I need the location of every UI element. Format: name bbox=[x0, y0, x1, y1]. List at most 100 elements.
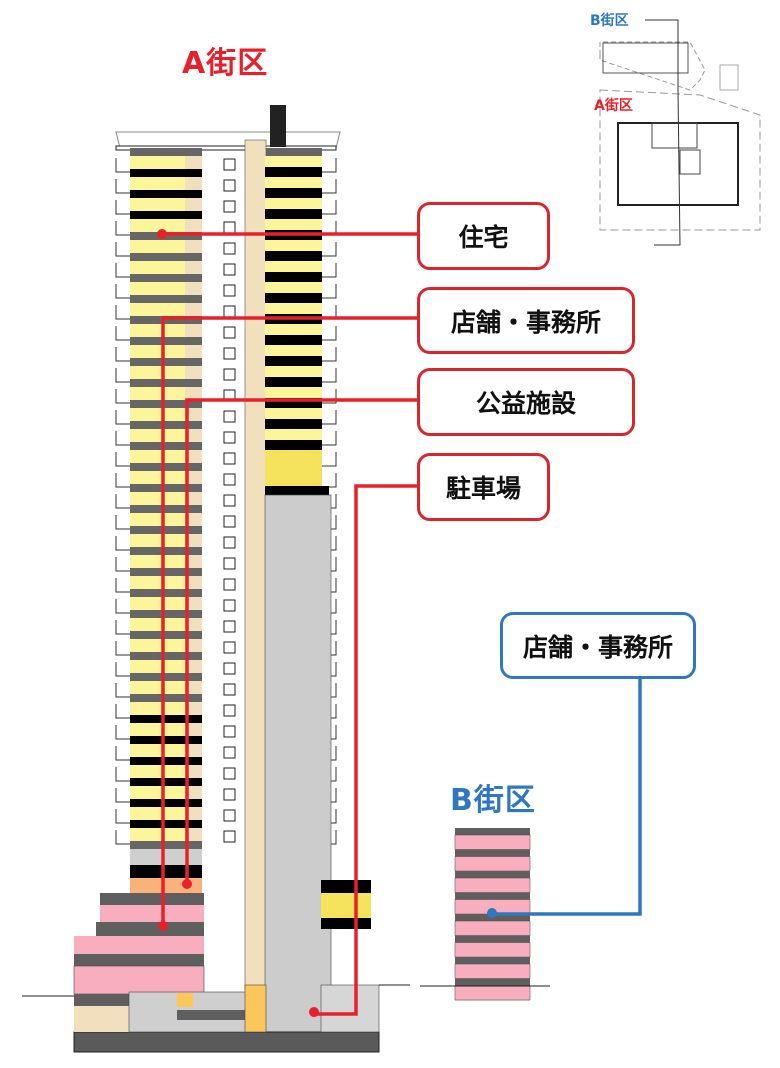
floor-slab bbox=[130, 589, 202, 597]
floor-slab bbox=[265, 209, 322, 219]
balcony-rail bbox=[322, 263, 337, 278]
storage-floor bbox=[74, 1006, 129, 1032]
floor-slab bbox=[130, 442, 202, 450]
balcony-rail bbox=[322, 431, 337, 446]
floor-slab bbox=[130, 337, 202, 345]
balcony-rail bbox=[115, 725, 130, 740]
residential-floor bbox=[130, 513, 185, 526]
residential-floor bbox=[265, 324, 322, 335]
residential-floor bbox=[265, 240, 322, 251]
floor-slab bbox=[265, 419, 322, 429]
retail-office-a-leader-dot bbox=[158, 921, 168, 931]
window bbox=[223, 641, 236, 654]
residential-floor bbox=[130, 471, 185, 484]
residential-floor bbox=[130, 387, 185, 400]
residential-floor bbox=[130, 555, 185, 568]
leader-lines bbox=[157, 229, 642, 1017]
roof-stair bbox=[270, 105, 286, 147]
balcony-rail bbox=[115, 389, 130, 404]
public-facility-leader-dot bbox=[182, 879, 192, 889]
floor-slab bbox=[130, 190, 202, 198]
floor-slab bbox=[130, 379, 202, 387]
floor-slab bbox=[130, 841, 202, 849]
residential-floor bbox=[130, 219, 185, 232]
residential-floor bbox=[265, 450, 322, 486]
window bbox=[223, 347, 236, 360]
b-block-tower bbox=[420, 828, 550, 1001]
floor-slab bbox=[130, 568, 202, 576]
balcony-rail bbox=[115, 473, 130, 488]
balcony-rail bbox=[115, 347, 130, 362]
window bbox=[223, 536, 236, 549]
retail-floor bbox=[100, 905, 204, 922]
floor-slab bbox=[130, 463, 202, 471]
window bbox=[223, 431, 236, 444]
roof-slab bbox=[115, 145, 337, 151]
floor-slab bbox=[130, 673, 202, 681]
label-retail-office-b: 店舗・事務所 bbox=[500, 612, 696, 679]
balcony-rail bbox=[115, 578, 130, 593]
balcony-rail bbox=[115, 662, 130, 677]
window bbox=[223, 263, 236, 276]
label-retail-office-a: 店舗・事務所 bbox=[417, 287, 635, 354]
retail-floor bbox=[73, 965, 205, 995]
window bbox=[223, 809, 236, 822]
window bbox=[223, 830, 236, 843]
roof-top bbox=[265, 148, 322, 156]
residential-floor bbox=[130, 723, 185, 736]
residential-floor bbox=[130, 345, 185, 358]
balcony-rail bbox=[115, 746, 130, 761]
a-block-tower bbox=[115, 105, 341, 1036]
balcony-rail bbox=[322, 179, 337, 194]
window bbox=[223, 494, 236, 507]
a-block-title: A街区 bbox=[182, 46, 269, 81]
balcony-rail bbox=[322, 284, 337, 299]
residential-floor bbox=[265, 366, 322, 377]
floor-slab bbox=[130, 211, 202, 219]
residential-floor bbox=[265, 219, 322, 230]
window bbox=[223, 746, 236, 759]
balcony-rail bbox=[115, 242, 130, 257]
floor-slab bbox=[265, 272, 322, 282]
core-column bbox=[244, 139, 267, 991]
foundation bbox=[73, 1031, 380, 1053]
residential-floor bbox=[130, 681, 185, 694]
balcony-rail bbox=[115, 158, 130, 173]
residential-floor bbox=[130, 282, 185, 295]
balcony-rail bbox=[115, 515, 130, 530]
window bbox=[223, 305, 236, 318]
floor-slab bbox=[130, 295, 202, 303]
window bbox=[223, 410, 236, 423]
retail-office-b-leader-line bbox=[492, 679, 642, 916]
balcony-rail bbox=[115, 179, 130, 194]
inset-a-block-label: A街区 bbox=[594, 98, 633, 114]
residential-floor bbox=[130, 177, 185, 190]
residential-floor bbox=[265, 156, 322, 167]
floor-slab bbox=[130, 694, 202, 702]
parking-ramp bbox=[320, 984, 380, 1033]
floor-slab bbox=[130, 736, 202, 744]
floor-slab bbox=[455, 849, 530, 857]
balcony-rail bbox=[115, 263, 130, 278]
residential-floor bbox=[265, 261, 322, 272]
floor-gray bbox=[130, 849, 202, 865]
balcony-rail bbox=[322, 326, 337, 341]
floor-slab bbox=[130, 316, 202, 324]
retail-floor bbox=[454, 942, 531, 958]
balcony-rail bbox=[115, 221, 130, 236]
residential-floor bbox=[130, 450, 185, 463]
floor-slab bbox=[130, 799, 202, 807]
floor-slab bbox=[130, 421, 202, 429]
residential-floor bbox=[130, 597, 185, 610]
balcony-rail bbox=[115, 368, 130, 383]
residential-floor bbox=[130, 261, 185, 274]
balcony-rail bbox=[115, 788, 130, 803]
window bbox=[223, 179, 236, 192]
floor-slab bbox=[455, 871, 530, 878]
retail-floor bbox=[454, 920, 531, 936]
balcony-rail bbox=[115, 452, 130, 467]
roof-top bbox=[130, 148, 202, 156]
floor-slab bbox=[130, 526, 202, 534]
floor-slab bbox=[130, 505, 202, 513]
balcony-rail bbox=[115, 557, 130, 572]
